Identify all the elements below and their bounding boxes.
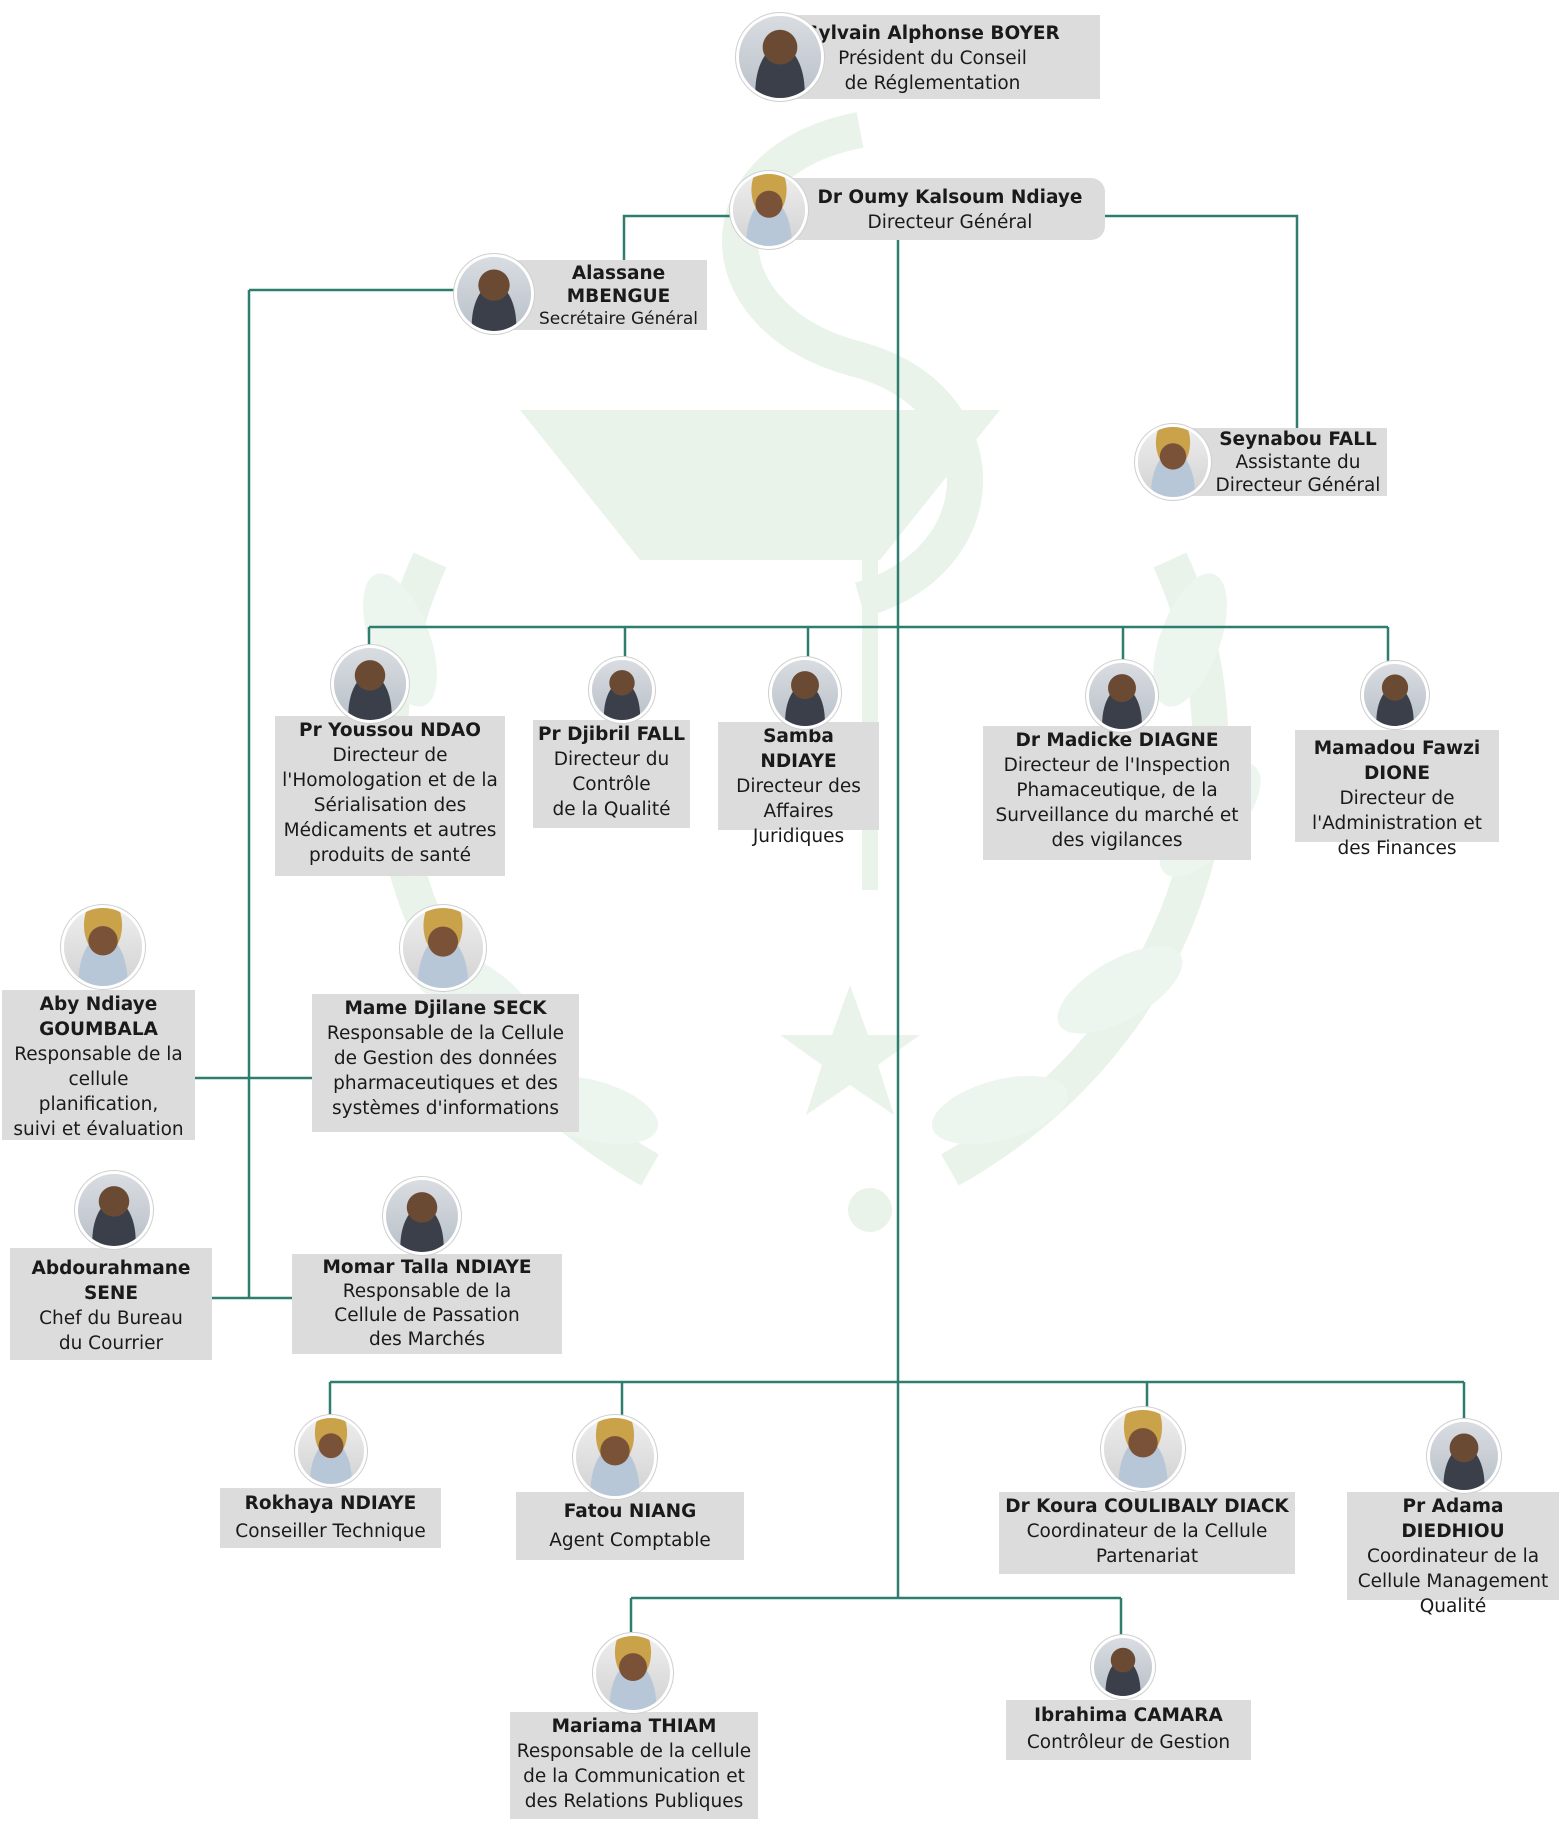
avatar [739,16,821,98]
avatar [576,1418,654,1496]
node-directeur-homologation: Pr Youssou NDAO Directeur de l'Homologat… [275,716,505,876]
avatar [1104,1410,1182,1488]
avatar [596,1636,670,1710]
node-cellule-passation-marches: Momar Talla NDIAYE Responsable de la Cel… [292,1254,562,1354]
node-directeur-general: Dr Oumy Kalsoum Ndiaye Directeur Général [765,178,1105,240]
node-role: Directeur de l'Administration et des Fin… [1311,788,1483,859]
node-agent-comptable: Fatou NIANG Agent Comptable [516,1492,744,1560]
node-name: Seynabou FALL [1219,429,1377,450]
node-role: Responsable de la Cellule de Gestion des… [326,1023,565,1119]
node-role: Directeur Général [867,212,1033,233]
node-role: Secrétaire Général [539,309,698,329]
node-role: Directeur de l'Inspection Phamaceutique,… [995,755,1239,851]
avatar [1089,663,1155,729]
avatar [733,174,805,246]
node-name: Dr Oumy Kalsoum Ndiaye [817,187,1083,208]
avatar [334,648,406,720]
node-role: Président du Conseil de Réglementation [838,48,1027,94]
node-role: Contrôleur de Gestion [1026,1732,1231,1753]
node-role: Directeur des Affaires Juridiques [736,776,861,847]
connector-dg-secretaire [622,214,730,262]
node-role: Directeur du Contrôle de la Qualité [552,749,671,820]
avatar [403,908,483,988]
node-role: Responsable de la Cellule de Passation d… [334,1281,520,1350]
node-name: Mariama THIAM [551,1716,717,1737]
node-name: Pr Djibril FALL [537,724,686,745]
avatar [1364,664,1426,726]
node-name: Mamadou Fawzi DIONE [1313,738,1481,784]
avatar [64,908,142,986]
node-directeur-controle-qualite: Pr Djibril FALL Directeur du Contrôle de… [533,720,690,828]
node-name: Dr Madicke DIAGNE [1015,730,1219,751]
node-assistante-dg: Seynabou FALL Assistante du Directeur Gé… [1175,428,1387,496]
node-role: Coordinateur de la Cellule Partenariat [1026,1521,1268,1567]
node-role: Chef du Bureau du Courrier [39,1308,183,1354]
node-role: Directeur de l'Homologation et de la Sér… [282,745,498,866]
node-name: Alassane MBENGUE [566,263,671,307]
node-role: Responsable de la cellule de la Communic… [516,1741,752,1812]
node-directeur-administration-finances: Mamadou Fawzi DIONE Directeur de l'Admin… [1295,730,1499,859]
node-role: Responsable de la cellule planification,… [13,1044,184,1140]
avatar [457,257,531,331]
node-name: Ibrahima CAMARA [1034,1705,1223,1726]
avatar [386,1180,458,1252]
node-cellule-communication: Mariama THIAM Responsable de la cellule … [510,1712,758,1819]
node-name: Dr Koura COULIBALY DIACK [1005,1496,1289,1517]
node-name: Pr Adama DIEDHIOU [1401,1496,1505,1542]
node-bureau-courrier: Abdourahmane SENE Chef du Bureau du Cour… [10,1248,212,1360]
node-name: Samba NDIAYE [760,726,837,772]
node-name: Aby Ndiaye GOUMBALA [39,994,158,1040]
node-conseiller-technique: Rokhaya NDIAYE Conseiller Technique [220,1488,441,1548]
avatar [1094,1638,1152,1696]
node-cellule-partenariat: Dr Koura COULIBALY DIACK Coordinateur de… [999,1492,1295,1574]
node-name: Pr Youssou NDAO [299,720,481,741]
connector-dg-assistante [1100,214,1299,428]
node-role: Conseiller Technique [235,1521,426,1542]
node-name: Fatou NIANG [563,1501,697,1522]
node-directeur-inspection: Dr Madicke DIAGNE Directeur de l'Inspect… [983,726,1251,860]
avatar [1430,1422,1498,1490]
avatar [1138,427,1208,497]
avatar [592,660,652,720]
node-cellule-gestion-donnees: Mame Djilane SECK Responsable de la Cell… [312,994,579,1132]
node-cellule-planification: Aby Ndiaye GOUMBALA Responsable de la ce… [2,990,195,1140]
node-name: Momar Talla NDIAYE [322,1257,532,1278]
node-controleur-gestion: Ibrahima CAMARA Contrôleur de Gestion [1006,1700,1251,1760]
node-role: Coordinateur de la Cellule Management Qu… [1357,1546,1549,1617]
node-cellule-management-qualite: Pr Adama DIEDHIOU Coordinateur de la Cel… [1347,1492,1559,1617]
node-name: Rokhaya NDIAYE [244,1493,417,1514]
avatar [298,1418,364,1484]
node-directeur-affaires-juridiques: Samba NDIAYE Directeur des Affaires Juri… [718,722,879,847]
node-role: Assistante du Directeur Général [1215,452,1381,496]
avatar [78,1174,150,1246]
avatar [772,660,838,726]
node-name: Abdourahmane SENE [31,1258,191,1304]
node-name: Mame Djilane SECK [344,998,547,1019]
node-name: Sylvain Alphonse BOYER [805,23,1060,44]
node-role: Agent Comptable [549,1530,711,1551]
